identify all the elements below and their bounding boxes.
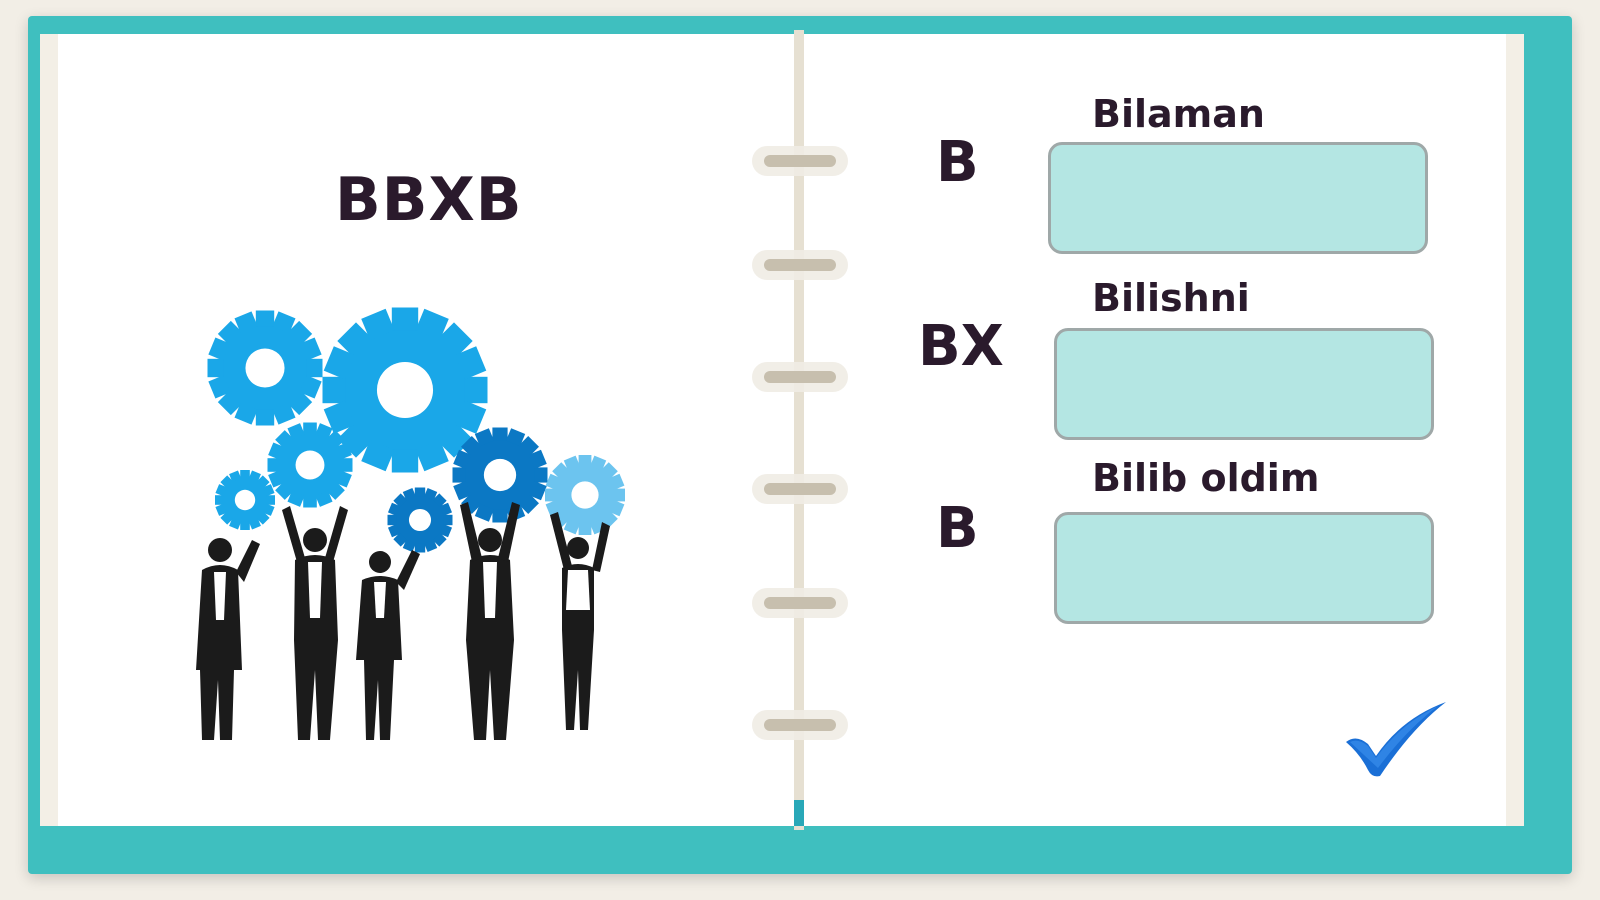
bilishni-answer-box[interactable]: [1054, 328, 1434, 440]
row-letter: BX: [918, 314, 1004, 379]
binder-ring: [752, 362, 848, 392]
checkmark-icon[interactable]: [1342, 698, 1452, 778]
bilib-oldim-answer-box[interactable]: [1054, 512, 1434, 624]
page-title: BBXB: [335, 165, 523, 235]
binder-ring: [752, 250, 848, 280]
binder-ring: [752, 588, 848, 618]
binder-ring: [752, 146, 848, 176]
notebook-spine: [794, 30, 804, 830]
binder-ring: [752, 710, 848, 740]
row-letter: B: [936, 130, 979, 195]
row-heading: Bilib oldim: [1092, 456, 1320, 500]
binder-ring: [752, 474, 848, 504]
bilaman-answer-box[interactable]: [1048, 142, 1428, 254]
row-heading: Bilishni: [1092, 276, 1250, 316]
row-heading: Bilaman: [1092, 92, 1265, 136]
row-letter: B: [936, 496, 979, 561]
people-holding-gears-icon: [196, 307, 625, 740]
spine-bookmark: [794, 800, 804, 826]
